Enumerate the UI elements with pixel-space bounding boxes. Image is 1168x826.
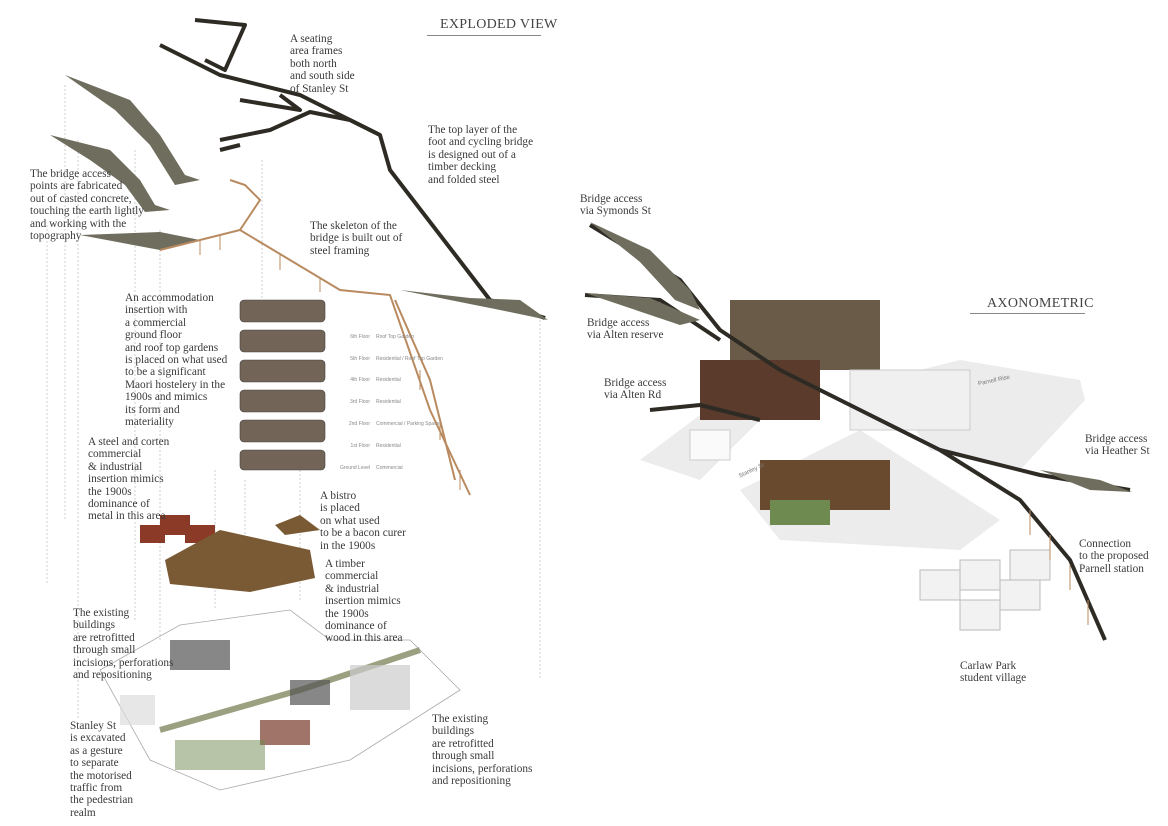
floor-use: Roof Top Garden [376, 334, 414, 340]
skeleton-posts [199, 236, 461, 490]
axonometric-title: AXONOMETRIC [987, 296, 1094, 311]
note-alten-reserve: Bridge access via Alten reserve [587, 317, 664, 342]
axonometric-posts [1029, 510, 1089, 625]
floor-label: 4th Floor [350, 377, 370, 383]
exploded-steel-skeleton [159, 179, 471, 496]
exploded-view-title: EXPLODED VIEW [440, 17, 558, 32]
floor-label: 6th Floor [350, 334, 370, 340]
note-bistro: A bistro is placed on what used to be a … [320, 490, 406, 552]
timber-buildings [165, 515, 320, 592]
park-area [175, 740, 265, 770]
note-steel-corten: A steel and corten commercial & industri… [88, 436, 170, 523]
floor-use: Residential [376, 399, 401, 405]
note-parnell-station: Connection to the proposed Parnell stati… [1079, 538, 1149, 575]
floor-label: 1st Floor [350, 443, 370, 449]
corten-buildings [140, 515, 215, 543]
floor-label: 5th Floor [350, 356, 370, 362]
note-stanley: Stanley St is excavated as a gesture to … [70, 720, 134, 819]
floor-use: Commercial [376, 465, 403, 471]
note-symonds: Bridge access via Symonds St [580, 193, 651, 218]
floor-use: Residential / Roof Top Garden [376, 356, 443, 362]
note-alten-rd: Bridge access via Alten Rd [604, 377, 667, 402]
floor-label: 3rd Floor [349, 399, 370, 405]
note-existing-right: The existing buildings are retrofitted t… [432, 713, 533, 788]
exploded-title-rule [427, 35, 541, 44]
note-timber: A timber commercial & industrial inserti… [325, 558, 403, 645]
floor-label: Ground Level [339, 465, 370, 471]
note-accommodation: An accommodation insertion with a commer… [125, 292, 228, 429]
accommodation-stack [239, 299, 326, 471]
note-seating: A seating area frames both north and sou… [290, 33, 355, 95]
note-heather: Bridge access via Heather St [1085, 433, 1150, 458]
note-top-layer: The top layer of the foot and cycling br… [428, 124, 534, 186]
floor-label: 2nd Floor [348, 421, 370, 427]
floor-use: Residential [376, 443, 401, 449]
floor-use: Residential [376, 377, 401, 383]
axonometric-title-rule [970, 313, 1085, 322]
axonometric-concrete-access [585, 222, 1132, 492]
note-existing-left: The existing buildings are retrofitted t… [73, 607, 174, 682]
note-access-points: The bridge access points are fabricated … [30, 168, 144, 243]
note-skeleton: The skeleton of the bridge is built out … [310, 220, 403, 257]
exploded-concrete-access [50, 75, 548, 320]
floor-use: Commercial / Parking Space [376, 421, 440, 427]
note-carlaw: Carlaw Park student village [960, 660, 1027, 685]
site-buildings [120, 640, 410, 745]
